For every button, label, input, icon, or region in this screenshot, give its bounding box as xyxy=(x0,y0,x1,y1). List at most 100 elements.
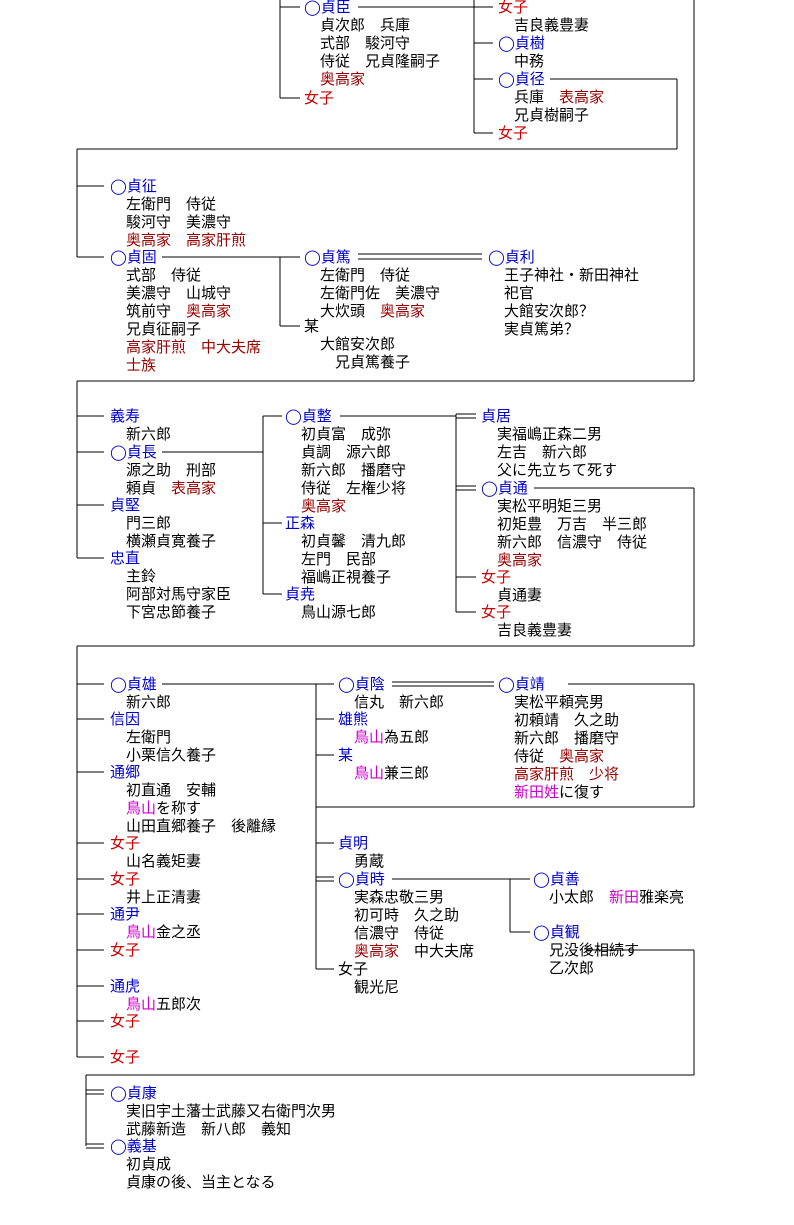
person-detail-line: 井上正清妻 xyxy=(126,888,201,906)
detail-text: 奥高家 xyxy=(380,302,426,320)
detail-text: 初矩豊 万吉 半三郎 xyxy=(497,515,648,533)
person-detail-line: 信丸 新六郎 xyxy=(354,693,444,711)
person-name-text: 貞居 xyxy=(481,407,512,425)
detail-text: 実松平明矩三男 xyxy=(497,497,603,515)
person-detail-line: 侍従 奥高家 xyxy=(514,747,604,765)
detail-text: 新六郎 播磨守 xyxy=(301,461,407,479)
person-detail-line: 貞通妻 xyxy=(497,586,542,604)
person-detail-line: 父に先立ちて死す xyxy=(497,461,617,479)
person-name-text: 女子 xyxy=(498,124,529,142)
heir-circle-icon: ◯ xyxy=(110,248,127,266)
person-detail-line: 武藤新造 新八郎 義知 xyxy=(126,1120,291,1138)
detail-text: 吉良義豊妻 xyxy=(497,621,573,639)
person-name: ◯貞固 xyxy=(110,248,157,266)
detail-text: 鳥山 xyxy=(354,764,385,782)
detail-text: 実旧宇土藩士武藤又右衛門次男 xyxy=(126,1102,337,1120)
person-detail-line: 奥高家 xyxy=(301,497,346,515)
person-name: ◯貞雄 xyxy=(110,675,157,693)
detail-text: 山田直郷養子 後離縁 xyxy=(126,817,277,835)
heir-circle-icon: ◯ xyxy=(498,70,515,88)
person-detail-line: 高家肝煎 中大夫席 xyxy=(126,338,261,356)
detail-text: 初貞成 xyxy=(126,1155,172,1173)
detail-text: 高家肝煎 中大夫席 xyxy=(126,338,262,356)
person-name-text: 義基 xyxy=(126,1137,157,1155)
detail-text: 鳥山 xyxy=(126,923,157,941)
person-detail-line: 貞調 源六郎 xyxy=(301,443,391,461)
detail-text: 初可時 久之助 xyxy=(354,906,460,924)
person-detail-line: 貞康の後、当主となる xyxy=(126,1173,276,1191)
person-detail-line: 源之助 刑部 xyxy=(126,461,216,479)
detail-text: 初直通 安輔 xyxy=(126,781,217,799)
detail-text: を称す xyxy=(156,799,202,817)
person-detail-line: 山田直郷養子 後離縁 xyxy=(126,817,276,835)
detail-text: 鳥山 xyxy=(126,799,157,817)
person-name-text: 女子 xyxy=(498,0,529,16)
person-name: ◯貞時 xyxy=(338,870,385,888)
person-name-text: 女子 xyxy=(110,870,141,888)
person-name-text: 女子 xyxy=(481,568,512,586)
person-detail-line: 実松平明矩三男 xyxy=(497,497,602,515)
heir-circle-icon: ◯ xyxy=(338,675,355,693)
detail-text: 井上正清妻 xyxy=(126,888,202,906)
person-name: 通尹 xyxy=(110,905,140,923)
heir-circle-icon: ◯ xyxy=(533,870,550,888)
person-detail-line: 高家肝煎 少将 xyxy=(514,765,619,783)
person-name-text: 貞篤 xyxy=(320,248,351,266)
detail-text: 勇蔵 xyxy=(354,852,385,870)
person-name-text: 女子 xyxy=(304,89,335,107)
detail-text: 実森忠敬三男 xyxy=(354,888,445,906)
detail-text: 実松平頼亮男 xyxy=(514,693,605,711)
detail-text: に復す xyxy=(559,783,605,801)
person-name-text: 女子 xyxy=(338,960,369,978)
person-name-text: 貞長 xyxy=(126,443,157,461)
person-name: ◯貞陰 xyxy=(338,675,385,693)
detail-text: 左衛門 xyxy=(126,728,172,746)
person-detail-line: 新六郎 播磨守 xyxy=(301,461,406,479)
heir-circle-icon: ◯ xyxy=(110,1137,127,1155)
detail-text: 筑前守 xyxy=(126,302,187,320)
person-detail-line: 左衛門佐 美濃守 xyxy=(320,284,440,302)
detail-text: 新六郎 xyxy=(126,425,172,443)
detail-text: 五郎次 xyxy=(156,995,202,1013)
person-name: ◯貞康 xyxy=(110,1084,157,1102)
heir-circle-icon: ◯ xyxy=(110,443,127,461)
detail-text: 美濃守 山城守 xyxy=(126,284,232,302)
detail-text: 侍従 xyxy=(514,747,560,765)
detail-text: 山名義矩妻 xyxy=(126,852,202,870)
person-name: ◯貞観 xyxy=(533,923,580,941)
detail-text: 表高家 xyxy=(559,88,605,106)
person-name-text: 信因 xyxy=(110,710,141,728)
detail-text: 福嶋正視養子 xyxy=(301,568,392,586)
person-name-text: 貞利 xyxy=(504,248,535,266)
detail-text: 大館安次郎 xyxy=(320,335,396,353)
detail-text: 表高家 xyxy=(171,479,217,497)
heir-circle-icon: ◯ xyxy=(498,34,515,52)
detail-text: 奥高家 xyxy=(497,551,543,569)
person-name-text: 貞陰 xyxy=(354,675,385,693)
person-name: 女子 xyxy=(304,89,334,107)
person-name-text: 貞固 xyxy=(126,248,157,266)
person-name: 貞尭 xyxy=(285,585,315,603)
person-detail-line: 新田姓に復す xyxy=(514,783,604,801)
person-detail-line: 侍従 左権少将 xyxy=(301,479,406,497)
detail-text: 兄没後相続す xyxy=(549,941,640,959)
detail-text: 頼貞 xyxy=(126,479,172,497)
heir-circle-icon: ◯ xyxy=(481,479,498,497)
person-detail-line: 信濃守 侍従 xyxy=(354,924,444,942)
person-detail-line: 鳥山為五郎 xyxy=(354,728,429,746)
person-name: ◯貞整 xyxy=(285,407,332,425)
detail-text: 兄貞樹嗣子 xyxy=(514,106,590,124)
person-name-text: 貞樹 xyxy=(514,34,545,52)
person-name: ◯貞利 xyxy=(488,248,535,266)
person-detail-line: 小栗信久養子 xyxy=(126,746,216,764)
person-detail-line: 実松平頼亮男 xyxy=(514,693,604,711)
person-name-text: 通尹 xyxy=(110,905,141,923)
person-name: 女子 xyxy=(110,1012,140,1030)
detail-text: 乙次郎 xyxy=(549,959,595,977)
person-name: 女子 xyxy=(110,1048,140,1066)
detail-text: 奥高家 xyxy=(320,70,366,88)
person-name: 貞堅 xyxy=(110,496,140,514)
person-name-text: 貞尭 xyxy=(285,585,316,603)
detail-text: 小栗信久養子 xyxy=(126,746,217,764)
